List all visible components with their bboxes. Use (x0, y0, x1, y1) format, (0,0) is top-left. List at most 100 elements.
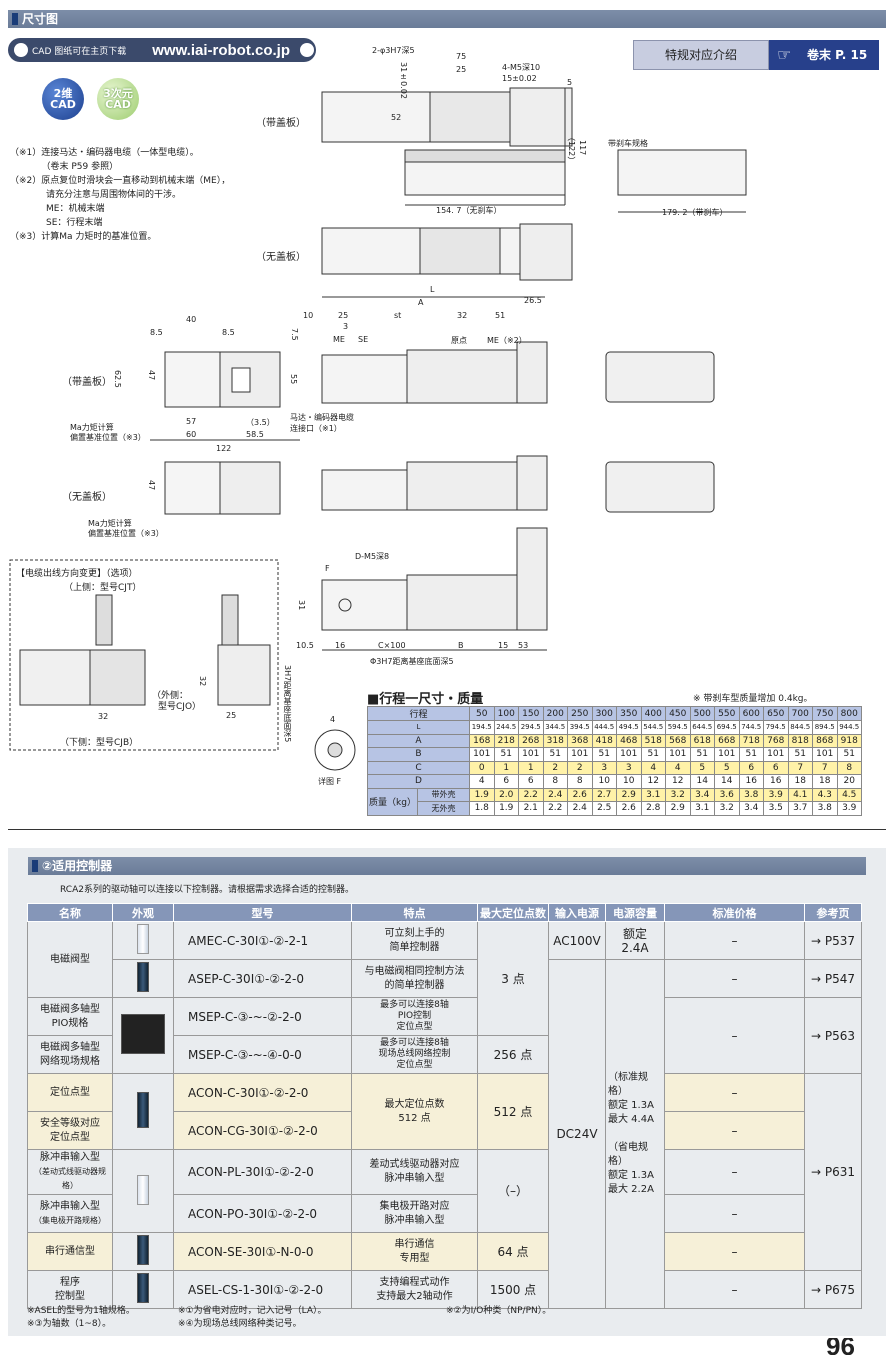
dimension-drawing (9, 87, 747, 771)
hole-phi-label: Φ3H7距离基座底面深5 (370, 657, 454, 666)
stroke-table-title: ■行程一尺寸・质量 (367, 692, 484, 707)
cell: 1.9 (493, 801, 519, 816)
cell: 12 (640, 774, 666, 789)
no-cover-side-label: （无盖板） (62, 492, 112, 503)
dim-value: 58.5 (246, 430, 264, 439)
stroke-cell: 750 (812, 706, 838, 721)
max-points: （–） (477, 1149, 549, 1233)
cell: 694.5 (714, 720, 740, 735)
controller-thumbnail (137, 1092, 149, 1128)
table-row: 程序 控制型 ASEL-CS-1-30I①-②-2-0 支持编程式动作 支持最大… (27, 1270, 862, 1309)
reference-page-link[interactable]: → P537 (804, 921, 862, 960)
controller-thumbnail (137, 924, 149, 954)
controller-name: 电磁阀型 (27, 921, 113, 998)
cable-up-label: （上侧：型号CJT） (64, 583, 142, 593)
cell: 101 (616, 747, 642, 762)
dim-value: 25 (338, 311, 349, 320)
col-header: 名称 (27, 903, 113, 922)
cell: 3.2 (665, 787, 691, 802)
website-url[interactable]: www.iai-robot.co.jp (152, 41, 291, 59)
row-label: A (367, 733, 470, 748)
cell: 3.9 (836, 801, 862, 816)
cell: 4.3 (812, 787, 838, 802)
dim-value: 3 (343, 322, 349, 331)
cable-option-title: 【电缆出线方向变更】（选项） (16, 569, 138, 579)
cell: 2.5 (591, 801, 617, 816)
dim-value: st (394, 311, 402, 320)
controller-name: 电磁阀多轴型 网络现场规格 (27, 1035, 113, 1074)
cad-download-banner[interactable]: CAD 图纸可在主页下载 www.iai-robot.co.jp (8, 38, 316, 62)
reference-link[interactable]: ☞ 卷末 P. 15 (769, 40, 879, 70)
cell: 2.9 (665, 801, 691, 816)
controller-image (112, 997, 174, 1074)
stroke-cell: 400 (640, 706, 666, 721)
stroke-cell: 250 (567, 706, 593, 721)
section-title-dimensions: 尺寸图 (8, 10, 886, 28)
controller-model: ACON-PO-30I①-②-2-0 (173, 1194, 352, 1233)
input-power: DC24V (548, 959, 606, 1309)
cell: 1.9 (469, 787, 495, 802)
cell: 244.5 (493, 720, 519, 735)
dim-value: 32 (98, 712, 109, 721)
controller-feature: 差动式线驱动器对应 脉冲串输入型 (351, 1149, 478, 1195)
stroke-cell: 600 (738, 706, 764, 721)
stroke-cell: 50 (469, 706, 495, 721)
cell: 518 (640, 733, 666, 748)
cell: 618 (689, 733, 715, 748)
cell: 418 (591, 733, 617, 748)
reference-page-text: 卷末 P. 15 (807, 48, 868, 62)
reference-box[interactable]: 特规对应介绍 ☞ 卷末 P. 15 (633, 40, 879, 70)
stroke-cell: 550 (714, 706, 740, 721)
cell: 644.5 (689, 720, 715, 735)
cell: 10 (591, 774, 617, 789)
price: – (664, 1149, 805, 1195)
reference-page-link[interactable]: → P563 (804, 997, 862, 1074)
ma-ref-label: Ma力矩计算 (70, 423, 114, 432)
row-label: D (367, 774, 470, 789)
cell: 3 (591, 760, 617, 775)
cell: 3.7 (787, 801, 813, 816)
cell: 3.8 (812, 801, 838, 816)
cell: 1 (518, 760, 544, 775)
table-row: 电磁阀多轴型 网络现场规格 MSEP-C-③-~-④-0-0 最多可以连接8轴 … (27, 1035, 862, 1074)
dim-value: 原点 (451, 336, 467, 345)
section-title-controllers: ②适用控制器 (28, 857, 866, 875)
reference-page-link[interactable]: → P675 (804, 1270, 862, 1309)
divider (8, 829, 886, 830)
dim-value: 4-M5深10 (502, 63, 541, 72)
cell: 101 (714, 747, 740, 762)
cell: 818 (787, 733, 813, 748)
footnote: ※③为轴数（1~8）。 (27, 1319, 112, 1329)
cad-2d-badge[interactable]: 2维 CAD (42, 78, 84, 120)
ma-ref-label: 偏置基准位置（※3） (88, 529, 164, 538)
cell: 18 (787, 774, 813, 789)
footnote: ※②为I/O种类（NP/PN）。 (446, 1306, 552, 1316)
detail-f-label: 详图 F (318, 777, 342, 786)
cell: 101 (518, 747, 544, 762)
row-label: 带外壳 (417, 787, 470, 802)
reference-page-link[interactable]: → P631 (804, 1073, 862, 1271)
note-line: 请充分注意与周围物体间的干涉。 (10, 190, 182, 200)
cell: 0 (469, 760, 495, 775)
cell: 768 (763, 733, 789, 748)
cell: 8 (542, 774, 568, 789)
dim-value: 26.5 (524, 296, 542, 305)
controller-name: 定位点型 (27, 1073, 113, 1112)
table-row: 串行通信型 ACON-SE-30I①-N-0-0 串行通信 专用型 64 点 – (27, 1232, 862, 1271)
dim-value: 32 (457, 311, 468, 320)
dim-value: 16 (335, 641, 346, 650)
cell: 268 (518, 733, 544, 748)
dim-value: （122） (567, 133, 576, 165)
dim-value: 62.5 (113, 370, 122, 388)
no-cover-top-label: （无盖板） (256, 252, 306, 263)
cell: 7 (787, 760, 813, 775)
col-header: 电源容量 (605, 903, 665, 922)
cell: 394.5 (567, 720, 593, 735)
cad-3d-badge[interactable]: 3次元 CAD (97, 78, 139, 120)
cell: 51 (542, 747, 568, 762)
reference-page-link[interactable]: → P547 (804, 959, 862, 998)
dim-value: 32 (198, 676, 207, 687)
